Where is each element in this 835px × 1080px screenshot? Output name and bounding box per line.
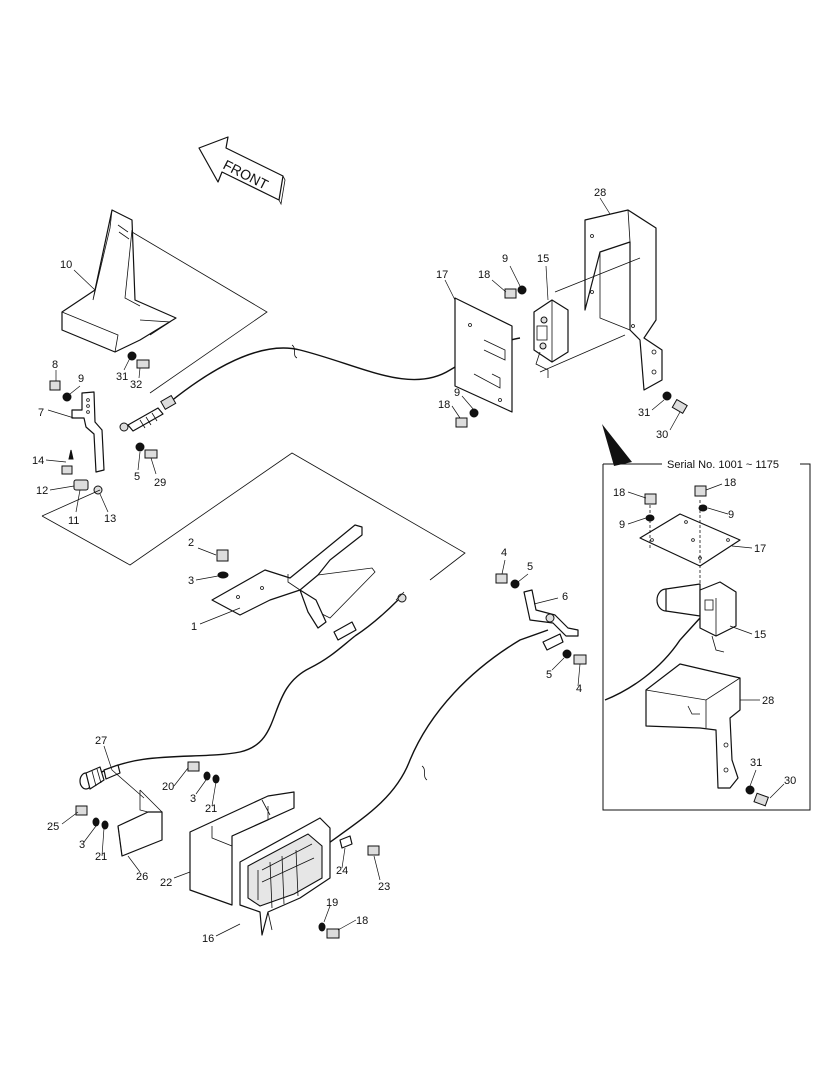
inset-callout-18: 18 [613, 487, 625, 499]
callout-5: 5 [527, 561, 533, 573]
callout-17: 17 [436, 269, 448, 281]
inset-callout-15: 15 [754, 629, 766, 641]
callout-8: 8 [52, 359, 58, 371]
callout-5: 5 [134, 471, 140, 483]
nut-8 [49, 380, 61, 391]
bracket-26 [117, 789, 163, 857]
callout-26: 26 [136, 871, 148, 883]
bracket-leaders [539, 257, 641, 373]
callout-18: 18 [356, 915, 368, 927]
connector-27 [79, 764, 121, 790]
hardware-20-3-21 [187, 761, 220, 784]
callout-13: 13 [104, 513, 116, 525]
inset-box: Serial No. 1001 ~ 1175 [602, 459, 811, 811]
callout-11: 11 [68, 515, 79, 527]
lever-leader-box [41, 452, 466, 581]
inset-callout-30: 30 [784, 775, 796, 787]
callout-30: 30 [656, 429, 668, 441]
callout-10: 10 [60, 259, 72, 271]
pedal-leader-box [131, 231, 268, 394]
inset-callout-9: 9 [728, 509, 734, 521]
plate-17 [454, 297, 513, 413]
inset-bracket-28 [645, 663, 741, 789]
cable-27 [99, 591, 407, 774]
hardware-2-3 [216, 549, 229, 579]
pin-14 [68, 449, 74, 460]
lever-assembly [49, 380, 105, 495]
actuator-16 [239, 817, 331, 936]
pedal-bracket [61, 209, 177, 353]
inset-callout-17: 17 [754, 543, 766, 555]
callout-4: 4 [501, 547, 507, 559]
bracket-22 [189, 791, 295, 906]
hardware-18-9-top [504, 285, 527, 299]
hardware-18-9-bottom [455, 408, 479, 428]
callout-9: 9 [502, 253, 508, 265]
callout-21: 21 [205, 803, 217, 815]
callout-16: 16 [202, 933, 214, 945]
inset-pointer [602, 424, 632, 466]
callout-19: 19 [326, 897, 338, 909]
callout-3: 3 [79, 839, 85, 851]
callout-9: 9 [78, 373, 84, 385]
lever-bolt-12 [73, 479, 89, 491]
callout-6: 6 [562, 591, 568, 603]
bolt-12 [61, 465, 73, 475]
callout-29: 29 [154, 477, 166, 489]
hardware-24-23 [339, 835, 380, 856]
inset-switch-15 [656, 581, 737, 653]
leader-lines [45, 197, 785, 937]
front-arrow: FRONT [198, 136, 286, 206]
callout-23: 23 [378, 881, 390, 893]
bracket-28 [584, 209, 663, 391]
callout-numbers: 10 31 32 8 9 7 14 12 11 13 5 29 17 18 9 … [32, 187, 796, 945]
callout-4: 4 [576, 683, 582, 695]
callout-9: 9 [454, 387, 460, 399]
callout-18: 18 [438, 399, 450, 411]
hardware-19-18 [318, 922, 340, 939]
nut-13 [93, 485, 103, 495]
callout-3: 3 [188, 575, 194, 587]
cable-16 [321, 629, 564, 849]
callout-24: 24 [336, 865, 348, 877]
callout-20: 20 [162, 781, 174, 793]
callout-21: 21 [95, 851, 107, 863]
callout-5: 5 [546, 669, 552, 681]
callout-27: 27 [95, 735, 107, 747]
callout-1: 1 [191, 621, 197, 633]
callout-14: 14 [32, 455, 44, 467]
inset-callout-28: 28 [762, 695, 774, 707]
inset-callout-31: 31 [750, 757, 762, 769]
callout-28: 28 [594, 187, 606, 199]
inset-plate-17 [639, 513, 741, 567]
callout-22: 22 [160, 877, 172, 889]
callout-18: 18 [478, 269, 490, 281]
callout-7: 7 [38, 407, 44, 419]
hardware-31-32 [127, 351, 150, 369]
hardware-5-29 [135, 442, 158, 459]
lever-6 [523, 589, 579, 637]
hardware-31-30 [662, 391, 688, 415]
pedal-arm-1 [211, 524, 376, 629]
callout-2: 2 [188, 537, 194, 549]
callout-31: 31 [116, 371, 128, 383]
inset-callout-9: 9 [619, 519, 625, 531]
callout-31: 31 [638, 407, 650, 419]
hardware-25-3-21 [75, 805, 109, 830]
inset-callout-18: 18 [724, 477, 736, 489]
callout-25: 25 [47, 821, 59, 833]
hardware-4-5-top [495, 573, 520, 589]
switch-15 [533, 299, 569, 378]
callout-12: 12 [36, 485, 48, 497]
hardware-5-4-bottom [562, 649, 587, 665]
callout-3: 3 [190, 793, 196, 805]
callout-15: 15 [537, 253, 549, 265]
inset-title: Serial No. 1001 ~ 1175 [667, 459, 779, 471]
callout-32: 32 [130, 379, 142, 391]
